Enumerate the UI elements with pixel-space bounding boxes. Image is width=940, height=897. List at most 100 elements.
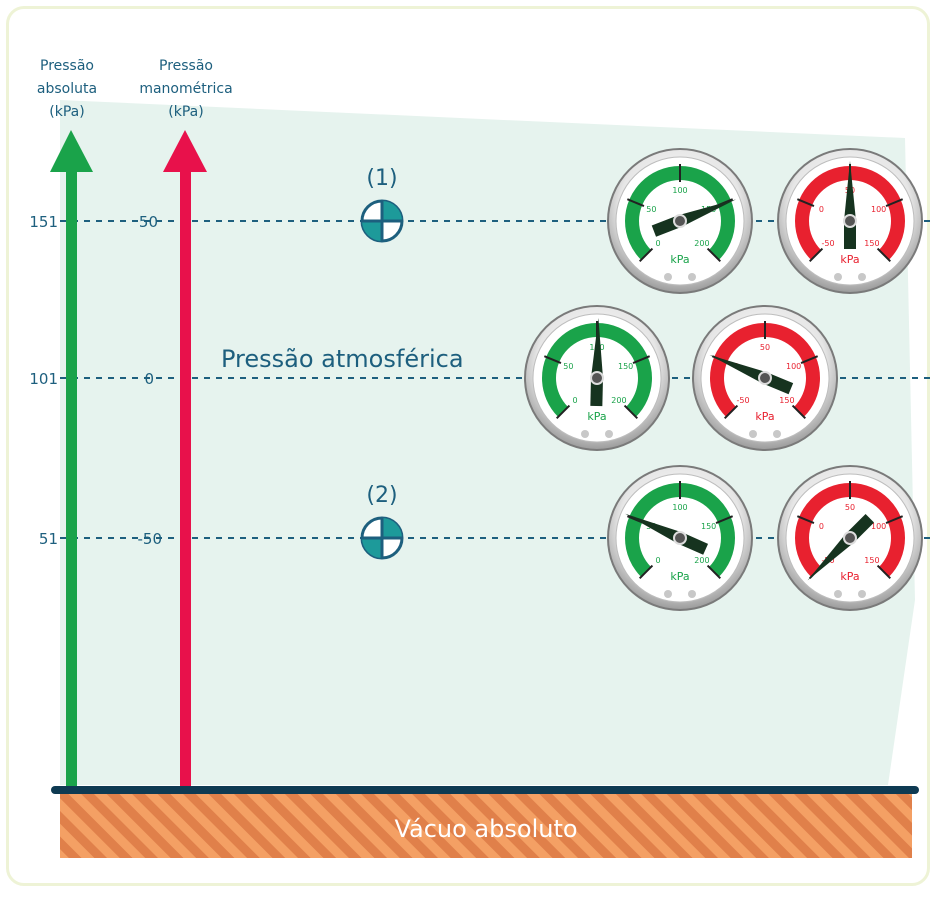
relative-gauge-101-unit: kPa	[755, 410, 774, 423]
relative-gauge-151-tick	[876, 247, 892, 263]
absolute-axis-title-line1: Pressão	[40, 58, 94, 74]
vacuum-label: Vácuo absoluto	[394, 815, 577, 843]
gauge-axis-unit: (kPa)	[168, 104, 203, 120]
absolute-gauge-151-screw-left	[664, 273, 672, 281]
level-lines	[60, 220, 935, 539]
gauge-axis-arrow	[163, 130, 207, 788]
relative-gauge-51-tick-label: 150	[864, 556, 879, 565]
absolute-axis-title-line2: absoluta	[37, 81, 97, 97]
relative-gauge-151-tick-label: 0	[819, 205, 824, 214]
absolute-value-151: 151	[29, 213, 58, 231]
relative-gauge-151-unit: kPa	[840, 253, 859, 266]
absolute-gauge-51-screw-right	[688, 590, 696, 598]
gauge-value-50: 50	[139, 213, 158, 231]
absolute-gauge-101-tick	[623, 404, 639, 420]
relative-gauge-101-needle	[709, 355, 794, 395]
marker-label-2: (2)	[366, 483, 397, 508]
absolute-gauge-101-screw-right	[605, 430, 613, 438]
absolute-gauge-51-tick	[715, 515, 734, 524]
relative-gauge-51-tick-label: 100	[871, 522, 886, 531]
relative-gauge-101-hub	[758, 371, 772, 385]
absolute-gauge-51-tick-label: 150	[701, 522, 716, 531]
absolute-gauge-151-tick-label: 50	[646, 205, 656, 214]
relative-gauge-101-screw-right	[773, 430, 781, 438]
relative-gauge-101-tick	[791, 404, 807, 420]
relative-gauge-51-tick-label: 0	[819, 522, 824, 531]
relative-gauge-151: -50050100150kPa	[777, 148, 923, 294]
relative-gauge-51-screw-left	[834, 590, 842, 598]
absolute-gauge-151-tick-label: 0	[656, 239, 661, 248]
absolute-gauge-101-tick-label: 200	[611, 396, 626, 405]
marker-label-1: (1)	[366, 166, 397, 191]
absolute-gauge-51-hub	[673, 531, 687, 545]
relative-gauge-51-unit: kPa	[840, 570, 859, 583]
relative-gauge-101-tick-label: 100	[786, 362, 801, 371]
relative-gauge-101-screw-left	[749, 430, 757, 438]
absolute-gauge-151-tick	[706, 247, 722, 263]
relative-gauge-101-tick	[723, 404, 739, 420]
absolute-gauge-101-tick	[543, 355, 562, 364]
reference-point-2-icon	[360, 516, 404, 560]
absolute-gauge-51-tick-label: 100	[672, 503, 687, 512]
absolute-gauge-151-screw-right	[688, 273, 696, 281]
gauge-value-minus50: -50	[138, 530, 163, 548]
absolute-gauge-151-tick	[626, 198, 645, 207]
reference-point-1-icon	[360, 199, 404, 243]
relative-gauge-51-tick-label: 50	[845, 503, 855, 512]
relative-gauge-151-tick-label: -50	[822, 239, 835, 248]
relative-gauge-151-tick	[885, 198, 904, 207]
absolute-axis-unit: (kPa)	[49, 104, 84, 120]
relative-gauge-151-hub	[843, 214, 857, 228]
absolute-value-101: 101	[29, 370, 58, 388]
absolute-gauge-101-unit: kPa	[587, 410, 606, 423]
absolute-gauge-101-tick-label: 0	[573, 396, 578, 405]
relative-gauge-51-tick	[876, 564, 892, 580]
relative-gauge-151-tick-label: 100	[871, 205, 886, 214]
absolute-gauge-151-tick-label: 200	[694, 239, 709, 248]
absolute-gauge-51-needle	[625, 513, 709, 555]
absolute-gauge-51: 050100150200kPa	[607, 465, 753, 611]
atmospheric-pressure-label: Pressão atmosférica	[221, 345, 464, 373]
relative-gauge-51-tick	[796, 515, 815, 524]
relative-gauge-51: -50050100150kPa	[777, 465, 923, 611]
absolute-axis-arrow	[50, 130, 93, 788]
absolute-gauge-51-tick	[706, 564, 722, 580]
gauge-axis-title-line1: Pressão	[159, 58, 213, 74]
absolute-value-51: 51	[39, 530, 58, 548]
relative-gauge-51-tick	[885, 515, 904, 524]
absolute-gauge-101-tick-label: 50	[563, 362, 573, 371]
gauge-value-0: 0	[144, 370, 154, 388]
relative-gauge-151-screw-left	[834, 273, 842, 281]
relative-gauge-101: -50050100150kPa	[692, 305, 838, 451]
relative-gauge-151-tick	[796, 198, 815, 207]
absolute-gauge-151: 050100150200kPa	[607, 148, 753, 294]
relative-gauge-51-hub	[843, 531, 857, 545]
absolute-gauge-101-tick	[632, 355, 651, 364]
relative-gauge-101-tick	[800, 355, 819, 364]
outer-frame	[6, 6, 930, 886]
absolute-gauge-151-tick-label: 100	[672, 186, 687, 195]
relative-gauge-101-tick-label: 150	[779, 396, 794, 405]
absolute-gauge-101-hub	[590, 371, 604, 385]
vacuum-ground-block	[60, 792, 912, 858]
absolute-gauge-51-unit: kPa	[670, 570, 689, 583]
gauges-group: 0 50 100 150 200 kPa -50 0 50 100 150 kPa 0 50 100 150 2…	[524, 148, 923, 611]
absolute-gauge-51-tick-label: 0	[656, 556, 661, 565]
relative-gauge-51-needle	[807, 513, 875, 581]
absolute-gauge-51-tick-label: 200	[694, 556, 709, 565]
relative-gauge-151-screw-right	[858, 273, 866, 281]
absolute-gauge-101-tick	[555, 404, 571, 420]
absolute-gauge-151-needle	[651, 199, 736, 237]
absolute-gauge-151-tick	[638, 247, 654, 263]
relative-gauge-151-tick-label: 150	[864, 239, 879, 248]
relative-gauge-101-tick-label: -50	[737, 396, 750, 405]
absolute-gauge-101: 050100150200kPa	[524, 305, 670, 451]
absolute-gauge-51-tick	[638, 564, 654, 580]
relative-gauge-151-tick	[808, 247, 824, 263]
absolute-gauge-101-tick-label: 150	[618, 362, 633, 371]
gauge-axis-title-line2: manométrica	[139, 81, 232, 97]
absolute-gauge-151-unit: kPa	[670, 253, 689, 266]
relative-gauge-101-tick-label: 50	[760, 343, 770, 352]
absolute-gauge-51-screw-left	[664, 590, 672, 598]
